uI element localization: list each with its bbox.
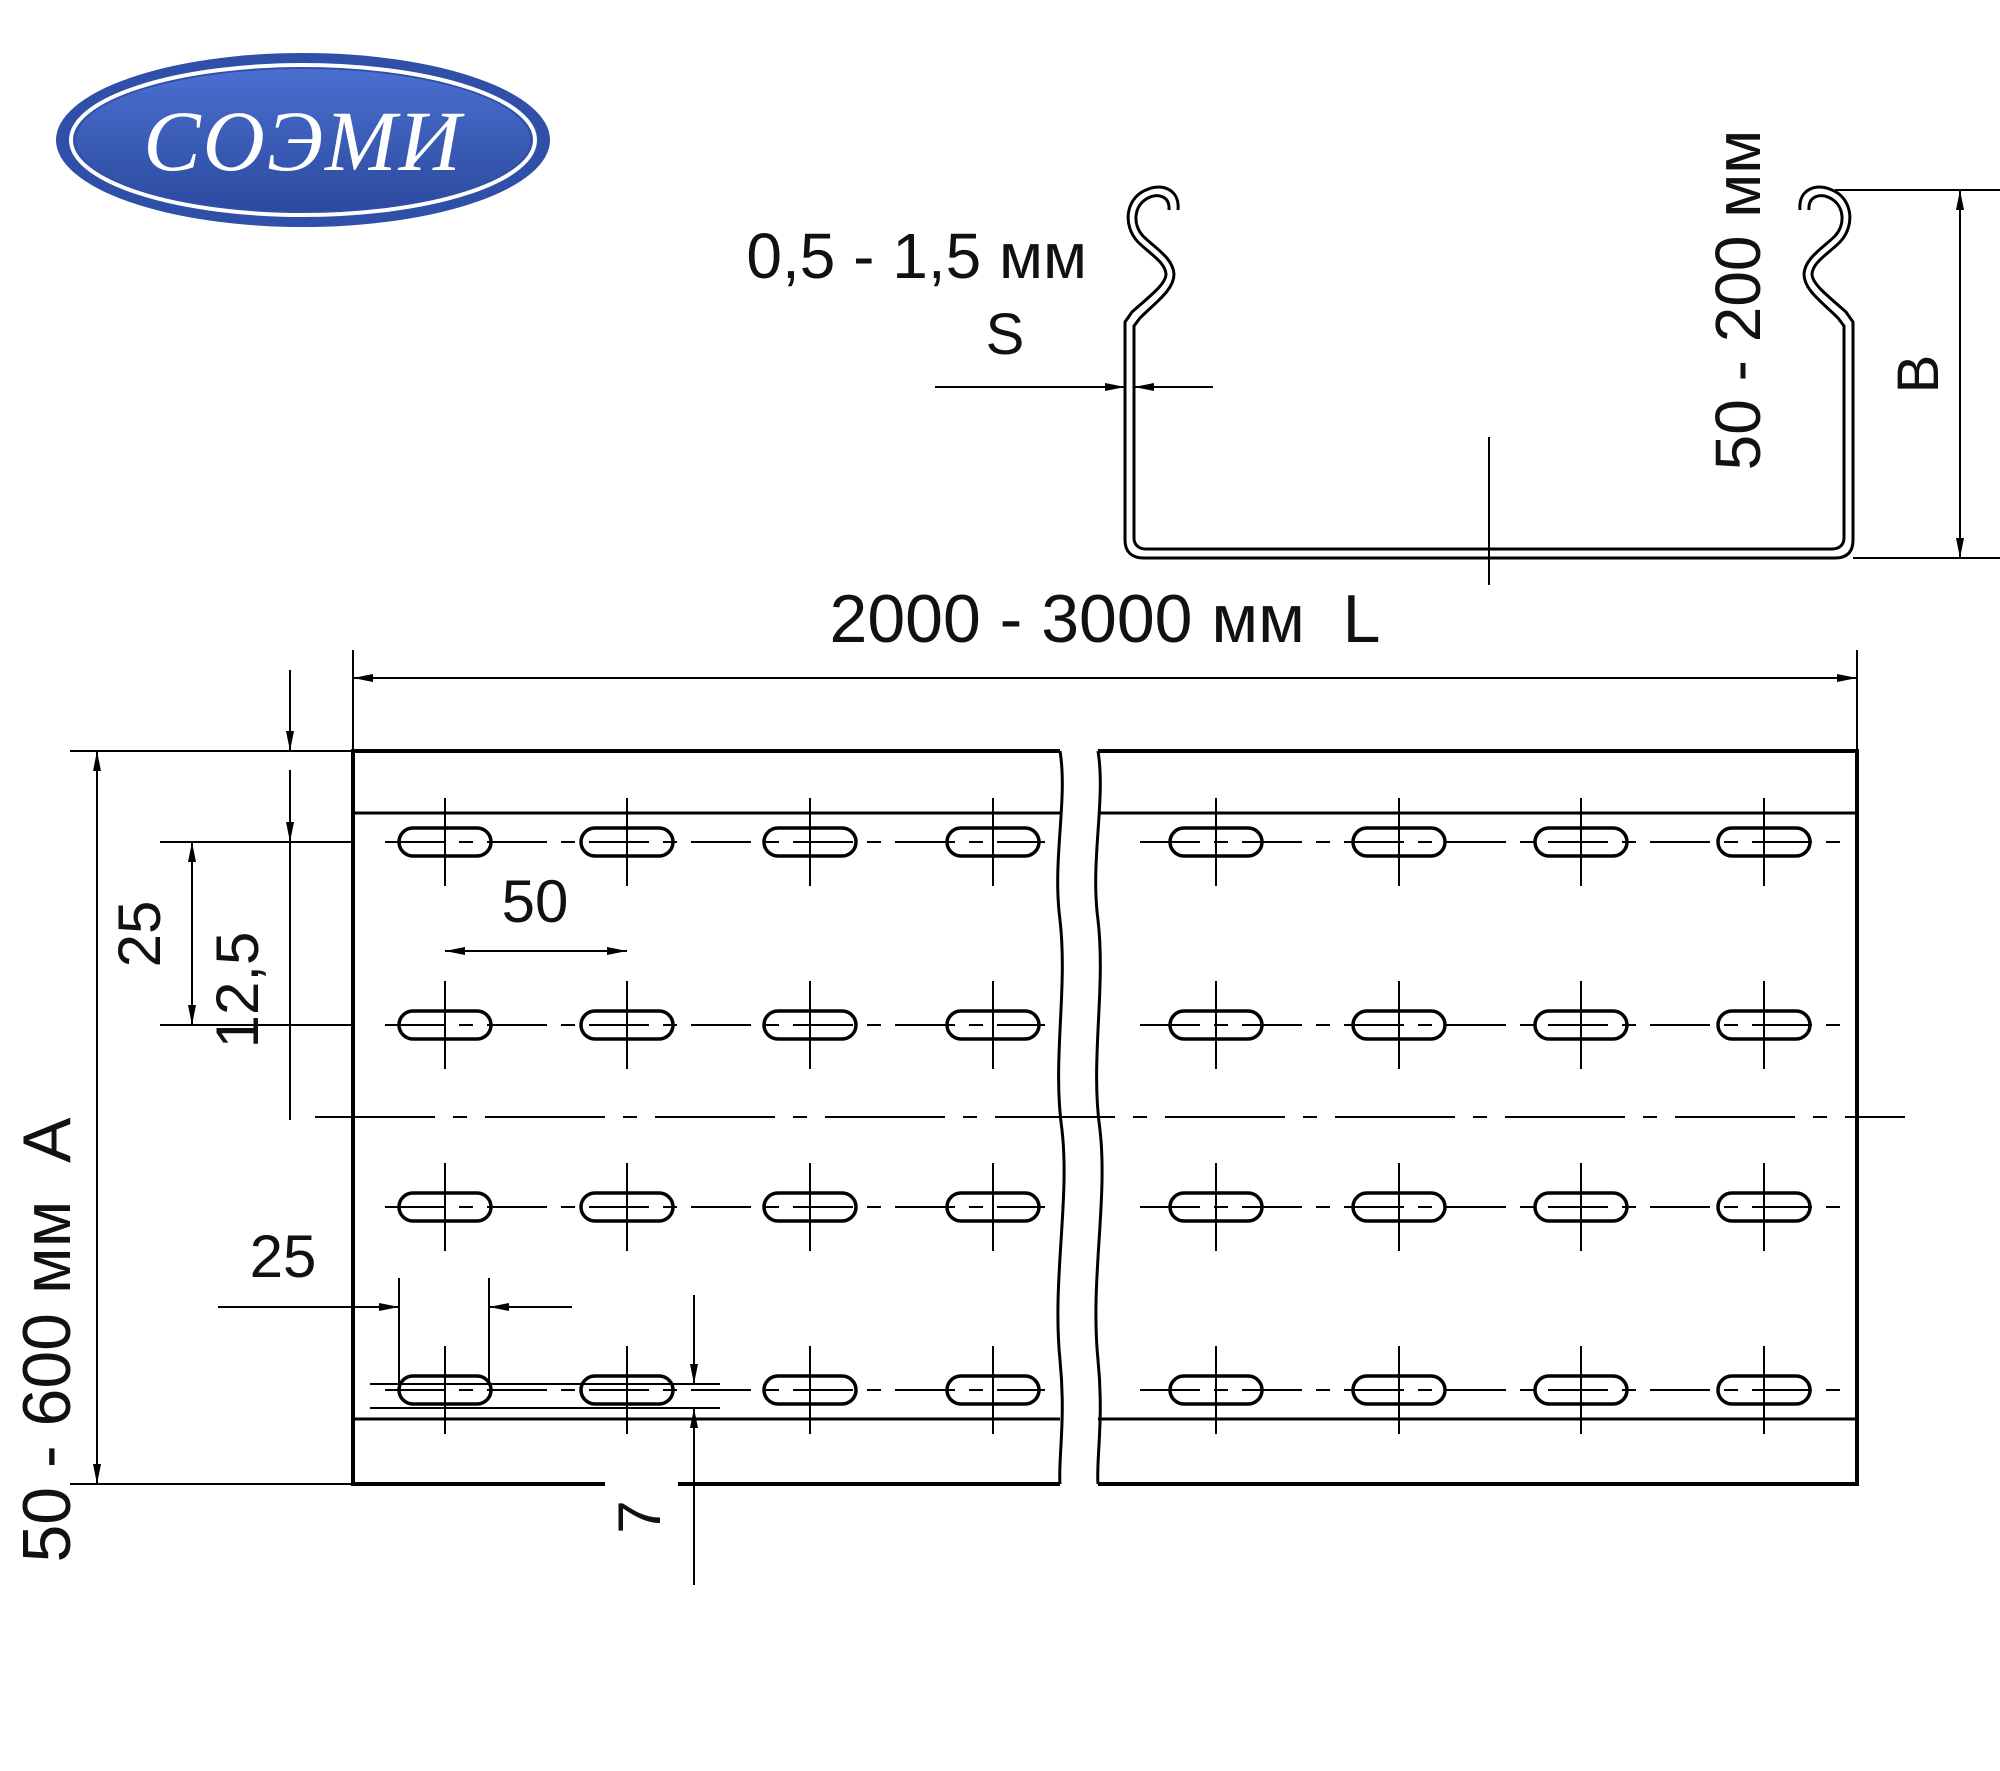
slot-length-label: 25 [250,1223,317,1290]
slot-pattern [385,798,1840,1434]
company-logo: СОЭМИ [56,53,550,227]
slot-width-label: 7 [606,1500,673,1533]
logo-text: СОЭМИ [143,93,465,189]
width-label: 50 - 600 мм A [9,1117,85,1563]
thickness-range-label: 0,5 - 1,5 мм [746,220,1087,292]
pitch-label: 50 [502,868,569,935]
height-symbol-label: B [1886,355,1951,394]
thickness-symbol-label: S [986,302,1025,367]
plan-view: 2000 - 3000 мм L 50 - 600 мм A 25 12,5 5… [9,581,1905,1585]
profile-section: 0,5 - 1,5 мм S 50 - 200 мм B [746,130,2000,585]
row-half-label: 12,5 [204,932,271,1049]
logo-ring [69,63,537,217]
length-label: 2000 - 3000 мм L [830,581,1381,657]
break-line-left [1056,750,1066,1485]
logo-inner-ellipse [76,69,530,211]
height-range-label: 50 - 200 мм [1702,130,1774,471]
break-line-right [1094,750,1104,1485]
edge-offset-label: 25 [106,901,173,968]
